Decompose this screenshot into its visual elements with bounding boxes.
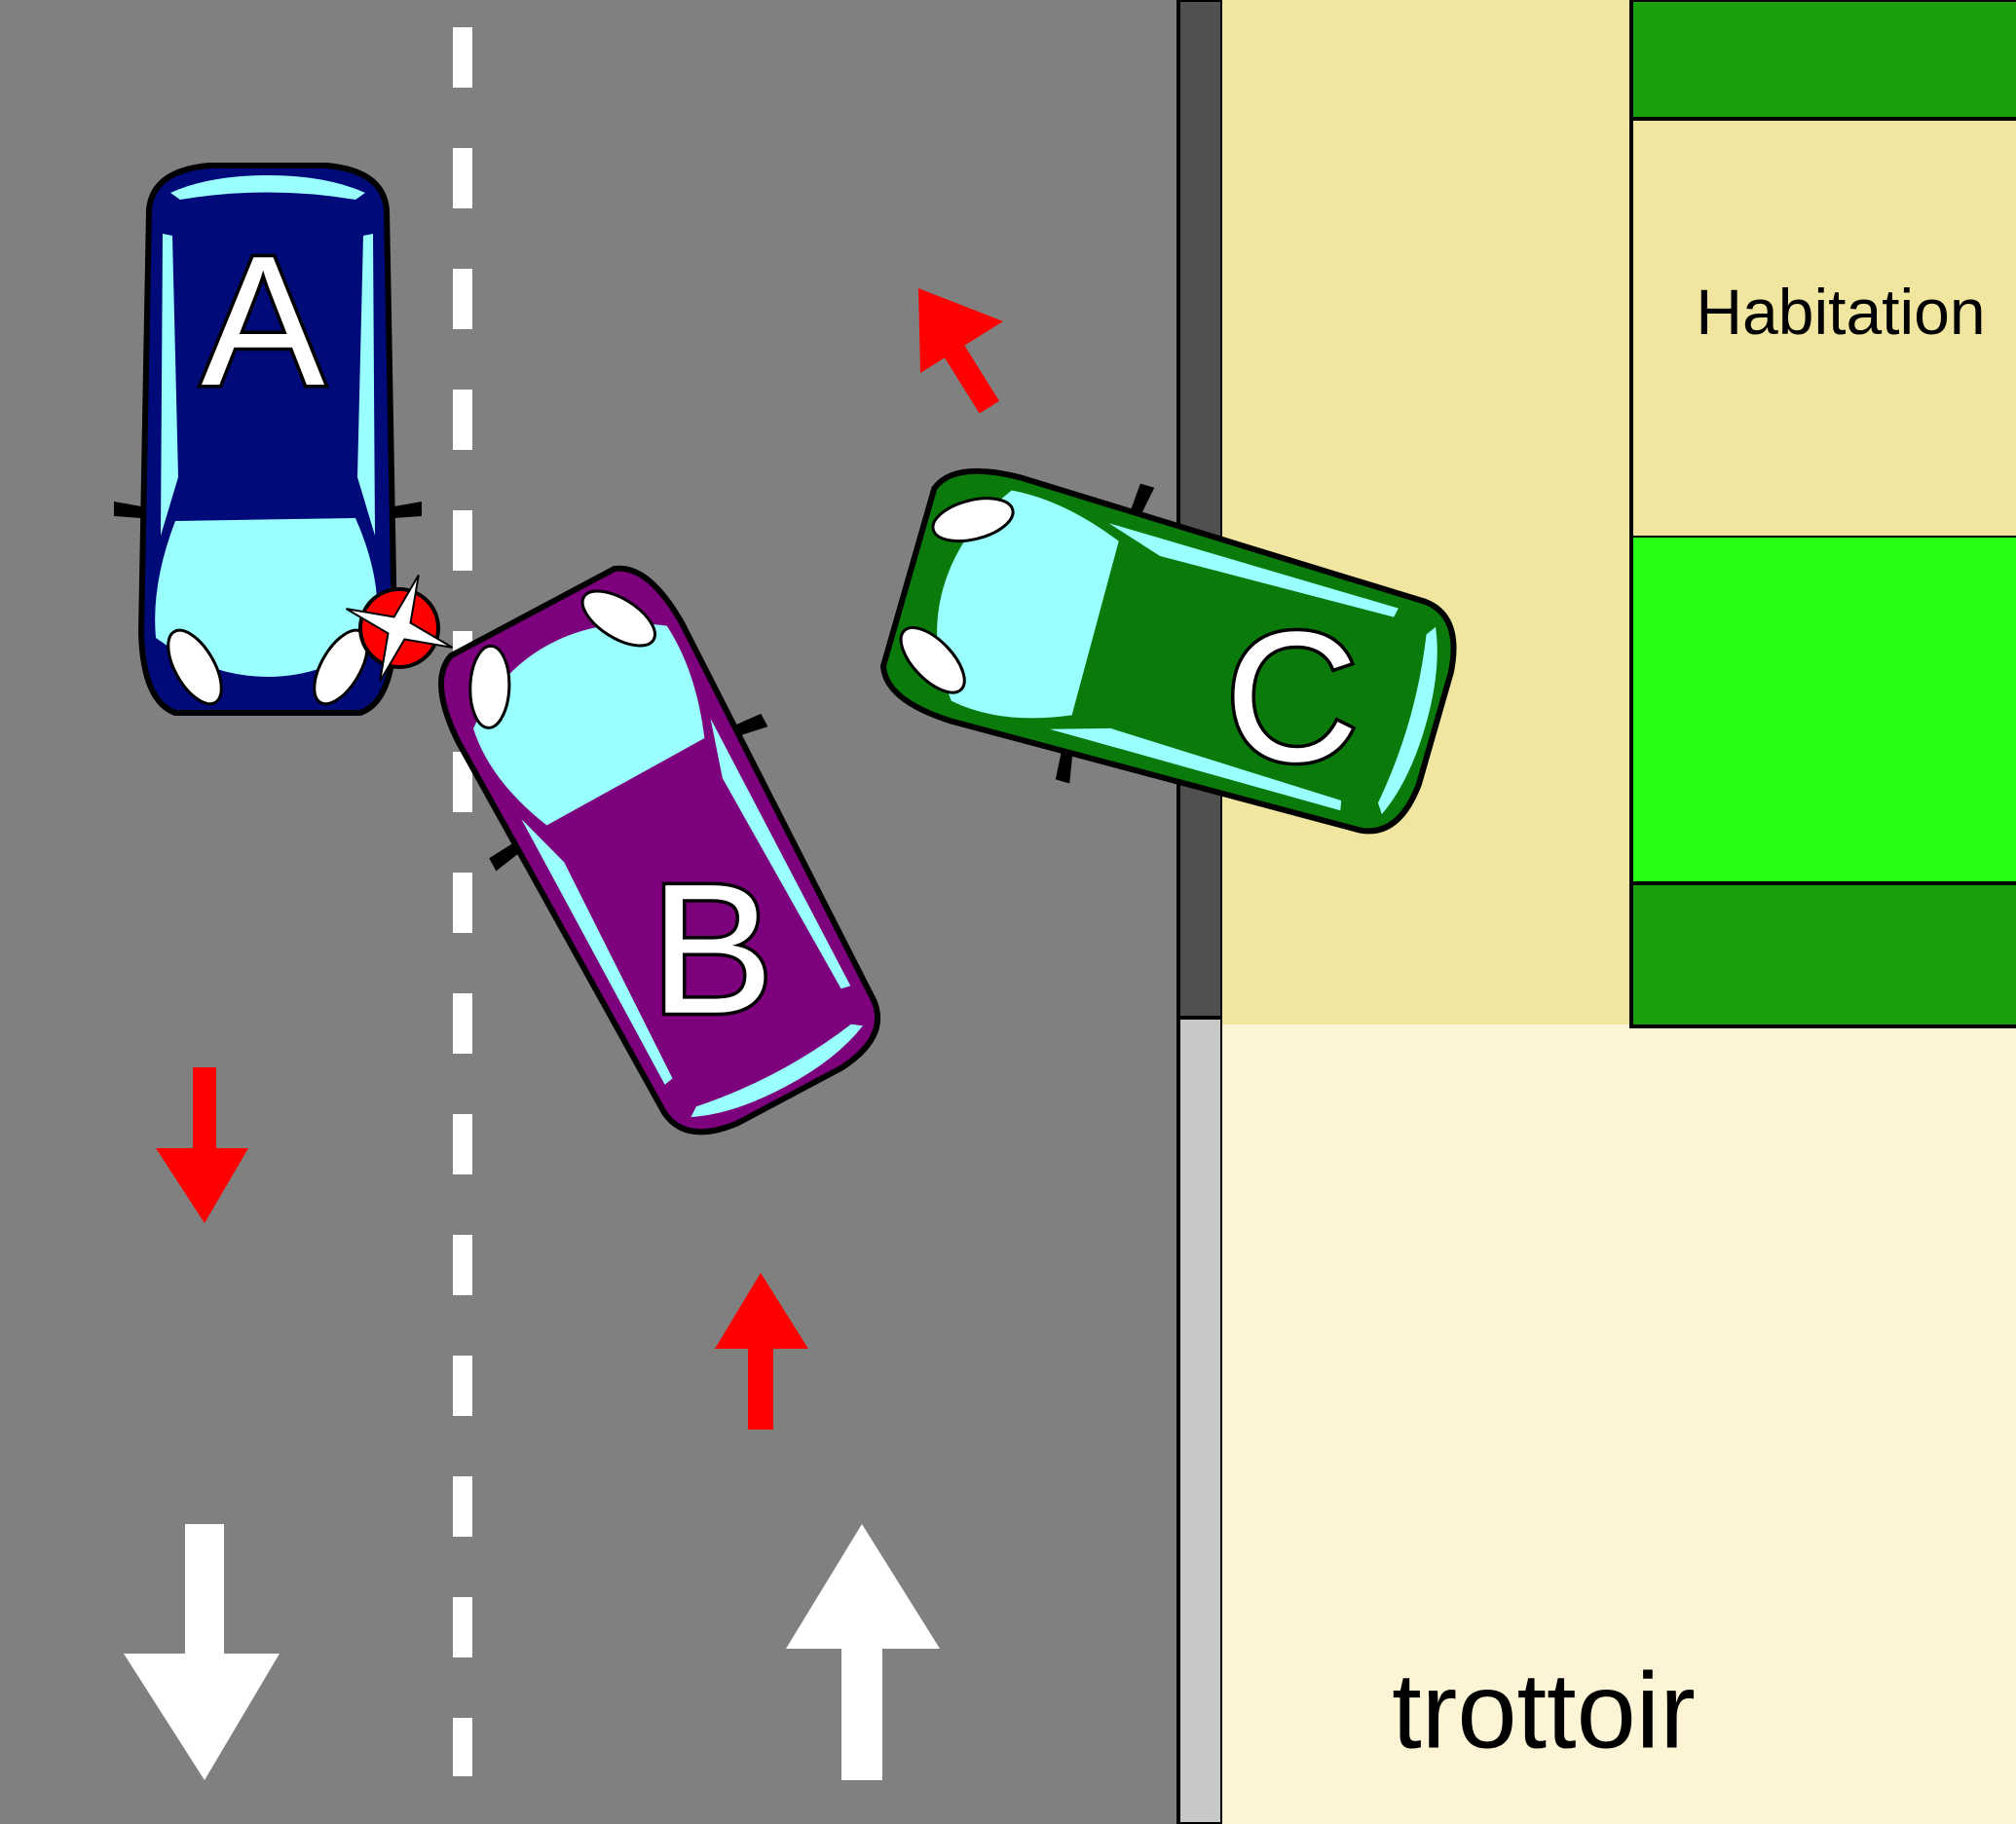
lane-arrow-down-icon	[124, 1524, 280, 1780]
car-a-label: A	[202, 218, 325, 425]
garden-bright	[1631, 538, 2016, 883]
impact-star-icon	[345, 574, 454, 683]
curb-dark	[1176, 0, 1224, 1020]
house-lot	[1222, 0, 1631, 1024]
house-label: Habitation	[1696, 276, 1985, 348]
car-c-motion-arrow-icon	[918, 288, 1003, 414]
car-b: B	[396, 540, 925, 1168]
car-a-motion-arrow-icon	[156, 1067, 248, 1223]
sidewalk-label: trottoir	[1392, 1652, 1696, 1771]
lane-divider	[453, 27, 472, 1776]
house-plot	[1629, 0, 2016, 1028]
car-c-label: C	[1225, 594, 1359, 800]
curb-light	[1176, 1016, 1224, 1824]
lane-arrow-up-icon	[786, 1524, 940, 1780]
car-b-motion-arrow-icon	[715, 1273, 808, 1430]
car-b-label: B	[651, 846, 774, 1053]
car-c: C	[867, 429, 1477, 876]
car-a: A	[114, 166, 422, 713]
garden-bottom	[1629, 881, 2016, 1028]
sidewalk	[1222, 1024, 2016, 1824]
garden-top	[1629, 0, 2016, 121]
house-block	[1629, 117, 2016, 540]
